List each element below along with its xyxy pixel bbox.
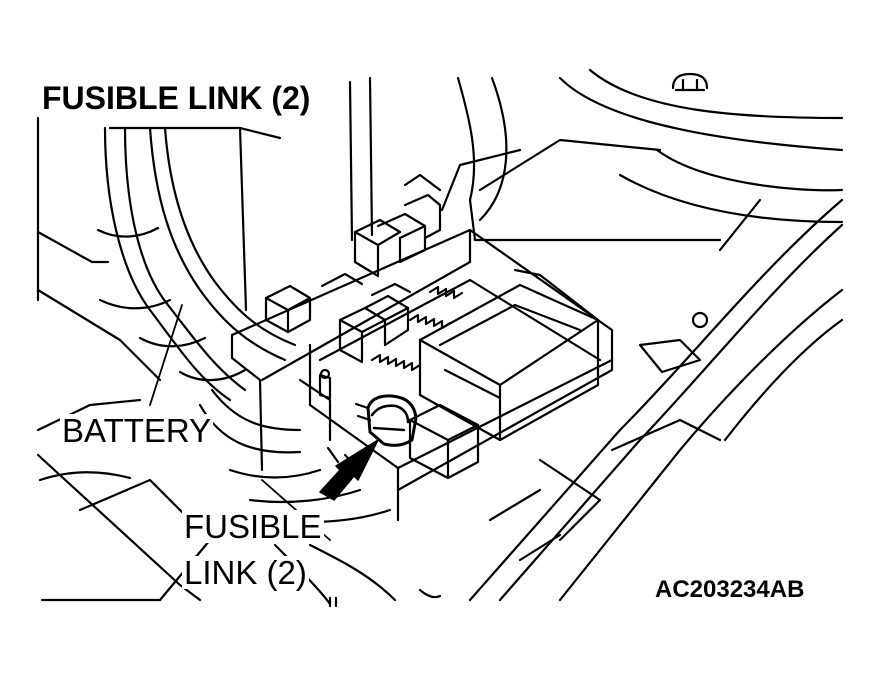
fusible-link-label-line2: LINK (2) xyxy=(182,554,309,591)
page-title: FUSIBLE LINK (2) xyxy=(42,80,311,116)
arrow-icon xyxy=(319,439,379,501)
wire-harness xyxy=(96,126,397,606)
battery-label: BATTERY xyxy=(60,412,214,449)
tick-marks xyxy=(328,596,338,608)
fusible-link-label-line1: FUSIBLE xyxy=(182,508,324,545)
fusible-link-connector xyxy=(318,368,418,447)
fender-rail xyxy=(403,138,844,602)
left-cover xyxy=(36,76,508,602)
battery-leader xyxy=(149,304,183,406)
strut-tower xyxy=(558,68,844,224)
figure-code: AC203234AB xyxy=(655,576,805,603)
